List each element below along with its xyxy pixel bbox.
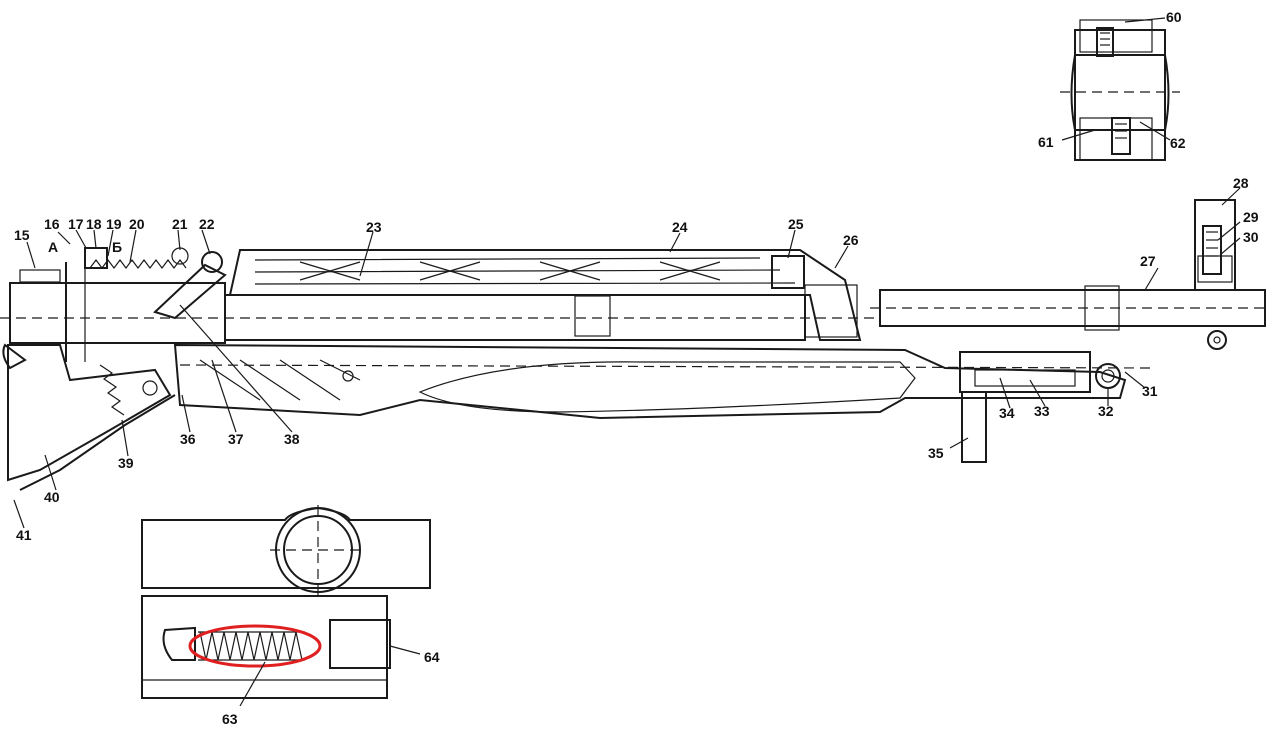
callout-34: 34 — [999, 405, 1015, 421]
callout-29: 29 — [1243, 209, 1259, 225]
callout-62: 62 — [1170, 135, 1186, 151]
marker-b: Б — [112, 239, 122, 255]
highlight-ellipse — [188, 624, 322, 668]
callout-64: 64 — [424, 649, 440, 665]
callout-28: 28 — [1233, 175, 1249, 191]
callout-26: 26 — [843, 232, 859, 248]
callout-41: 41 — [16, 527, 32, 543]
callout-21: 21 — [172, 216, 188, 232]
leader-lines — [13, 187, 1241, 529]
callout-33: 33 — [1034, 403, 1050, 419]
callout-40: 40 — [44, 489, 60, 505]
callout-15: 15 — [14, 227, 30, 243]
callout-27: 27 — [1140, 253, 1156, 269]
callout-35: 35 — [928, 445, 944, 461]
callout-24: 24 — [672, 219, 688, 235]
callout-16: 16 — [44, 216, 60, 232]
callout-38: 38 — [284, 431, 300, 447]
callout-19: 19 — [106, 216, 122, 232]
callout-20: 20 — [129, 216, 145, 232]
callout-31: 31 — [1142, 383, 1158, 399]
callout-18: 18 — [86, 216, 102, 232]
callout-63: 63 — [222, 711, 238, 727]
inset-spring-detail — [141, 505, 431, 707]
inset-cross-section — [1060, 17, 1180, 161]
callout-39: 39 — [118, 455, 134, 471]
callout-32: 32 — [1098, 403, 1114, 419]
callout-61: 61 — [1038, 134, 1054, 150]
callout-30: 30 — [1243, 229, 1259, 245]
callout-22: 22 — [199, 216, 215, 232]
callout-37: 37 — [228, 431, 244, 447]
callout-60: 60 — [1166, 9, 1182, 25]
callout-labels: 15 16 17 18 19 20 21 22 A Б 23 24 25 26 … — [14, 9, 1259, 727]
rifle-section-view — [0, 199, 1270, 491]
callout-23: 23 — [366, 219, 382, 235]
callout-17: 17 — [68, 216, 84, 232]
callout-36: 36 — [180, 431, 196, 447]
marker-a: A — [48, 239, 58, 255]
callout-25: 25 — [788, 216, 804, 232]
